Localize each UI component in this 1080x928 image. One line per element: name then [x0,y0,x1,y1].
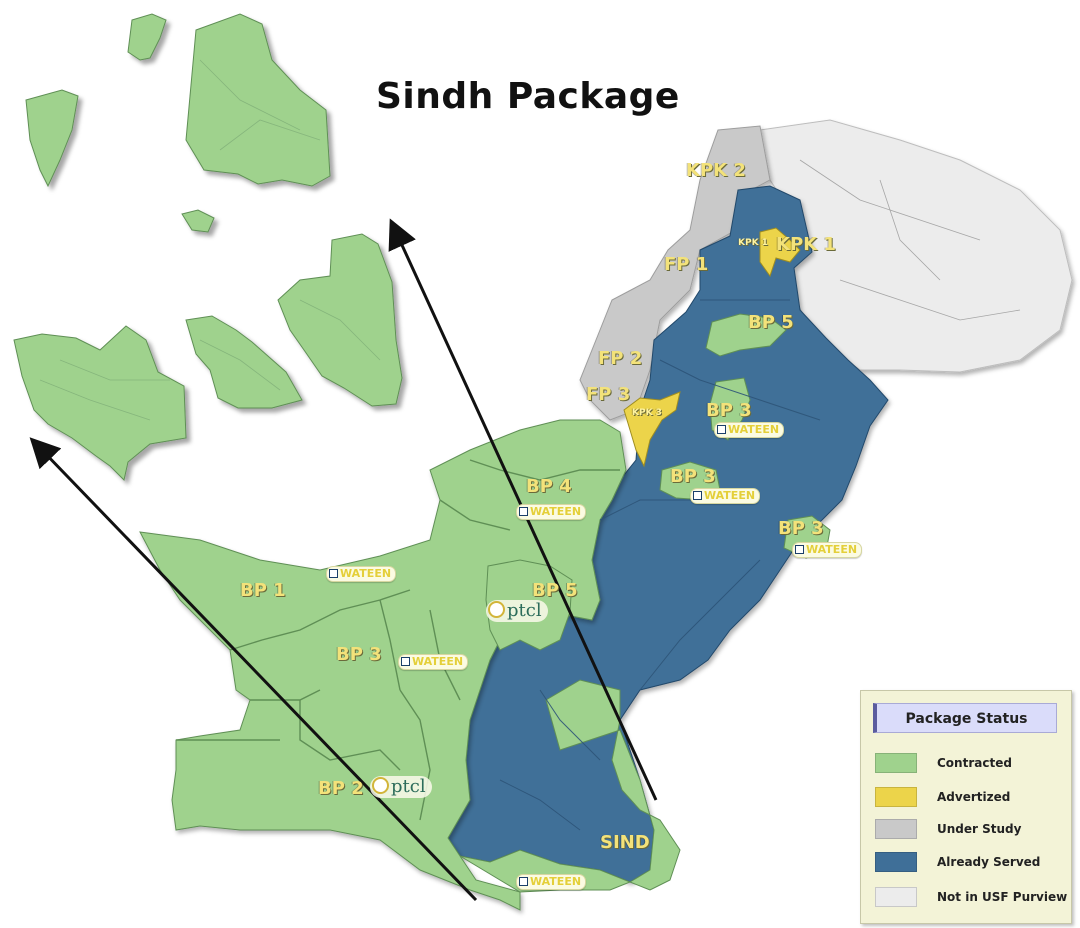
label-bp2: BP 2 [318,778,364,799]
label-bp3-c: BP 3 [778,518,824,539]
inset-district-3 [181,209,215,233]
wateen-logo-icon [519,506,528,516]
legend-swatch [875,852,917,872]
label-fp2: FP 2 [598,348,643,369]
legend-item-not-in-purview: Not in USF Purview [875,887,1067,907]
label-kpk1: KPK 1 [776,234,836,255]
wateen-logo-icon [795,544,804,554]
region-advertized-kpk3 [623,391,681,468]
wateen-badge: WATEEN [714,422,785,438]
ptcl-logo-icon [372,776,389,794]
blue-borders [499,299,821,831]
wateen-text: WATEEN [530,875,582,888]
legend-swatch [875,787,917,807]
legend-label: Contracted [937,756,1012,770]
label-bp1: BP 1 [240,580,286,601]
wateen-logo-icon [717,424,726,434]
label-bp4: BP 4 [526,476,572,497]
label-bp5-south: BP 5 [532,580,578,601]
district-borders [176,459,620,821]
wateen-text: WATEEN [340,567,392,580]
wateen-badge: WATEEN [398,654,469,670]
ptcl-text: ptcl [391,776,426,797]
label-bp3-d: BP 3 [336,644,382,665]
ptcl-logo-icon [488,600,505,618]
wateen-badge: WATEEN [792,542,863,558]
legend-item-under-study: Under Study [875,819,1067,839]
label-bp3-a: BP 3 [706,400,752,421]
inset-district-4 [185,13,331,187]
legend-swatch [875,887,917,907]
legend-label: Under Study [937,822,1022,836]
legend-item-contracted: Contracted [875,753,1067,773]
legend: Package Status Contracted Advertized Und… [860,690,1072,924]
legend-item-advertized: Advertized [875,787,1067,807]
label-bp3-b: BP 3 [670,466,716,487]
label-bp5-north: BP 5 [748,312,794,333]
wateen-text: WATEEN [412,655,464,668]
wateen-logo-icon [519,876,528,886]
wateen-badge: WATEEN [326,566,397,582]
wateen-text: WATEEN [728,423,780,436]
inset-district-2 [25,89,79,188]
wateen-text: WATEEN [704,489,756,502]
region-advertized-kpk1 [759,227,801,278]
inset-district-6 [185,315,303,409]
legend-label: Advertized [937,790,1011,804]
wateen-text: WATEEN [530,505,582,518]
ptcl-badge: ptcl [370,776,432,798]
legend-label: Not in USF Purview [937,890,1068,904]
inset-roads [39,59,381,421]
inset-districts [13,13,403,481]
legend-title: Package Status [873,703,1057,733]
wateen-text: WATEEN [806,543,858,556]
legend-label: Already Served [937,855,1041,869]
label-kpk2: KPK 2 [686,160,746,181]
legend-swatch [875,753,917,773]
map-title: Sindh Package [376,76,680,117]
wateen-logo-icon [693,490,702,500]
region-contracted-sindh-south [459,849,632,893]
ptcl-badge: ptcl [486,600,548,622]
label-kpk3-small: KPK 3 [632,408,662,418]
wateen-badge: WATEEN [516,874,587,890]
legend-swatch [875,819,917,839]
legend-item-already-served: Already Served [875,852,1067,872]
label-sind: SIND [600,832,650,853]
ptcl-text: ptcl [507,600,542,621]
label-kpk1-small: KPK 1 [738,238,768,248]
wateen-logo-icon [401,656,410,666]
wateen-logo-icon [329,568,338,578]
grey-borders [799,159,1021,321]
region-contracted-bp5-north [705,313,787,357]
arrow-to-lower-inset [29,437,478,902]
label-fp1: FP 1 [664,254,709,275]
wateen-badge: WATEEN [690,488,761,504]
inset-district-1 [127,13,167,61]
label-fp3: FP 3 [586,384,631,405]
region-contracted-balochistan [139,419,627,911]
wateen-badge: WATEEN [516,504,587,520]
